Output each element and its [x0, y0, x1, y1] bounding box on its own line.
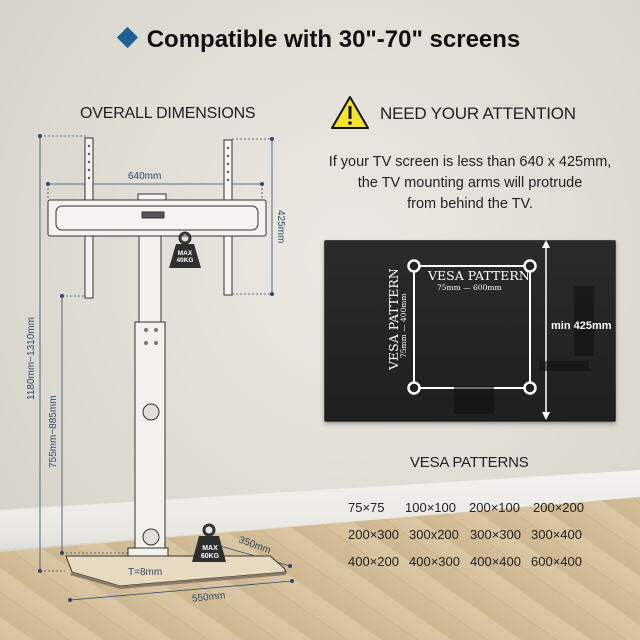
mount-load-line1: MAX	[177, 250, 193, 257]
mount-max-load-badge: MAX 40KG	[172, 250, 198, 264]
base-load-line2: 60KG	[200, 553, 220, 560]
vesa-patterns-title: VESA PATTERNS	[410, 454, 529, 471]
column-height-label: 755mm~885mm	[48, 395, 59, 468]
vesa-row: 200×300 300x200 300×300 300×400	[348, 521, 608, 548]
vesa-patterns-grid: 75×75 100×100 200×100 200×200 200×300 30…	[348, 494, 608, 575]
vesa-horizontal-label: VESA PATTERN	[428, 268, 530, 283]
attention-line-1: If your TV screen is less than 640 x 425…	[328, 154, 612, 170]
vesa-cell: 400×400	[470, 554, 521, 569]
vesa-cell: 400×200	[348, 554, 399, 569]
width-640-label: 640mm	[128, 171, 162, 182]
page-title-text: Compatible with 30"-70" screens	[146, 26, 521, 53]
base-max-load-badge: MAX 60KG	[196, 545, 224, 561]
vesa-cell: 600×400	[531, 554, 582, 569]
attention-title: NEED YOUR ATTENTION	[380, 104, 576, 123]
overall-dimensions-title: OVERALL DIMENSIONS	[80, 105, 256, 122]
base-load-line1: MAX	[202, 545, 218, 552]
vesa-horizontal-range: 75mm — 600mm	[437, 283, 502, 292]
weight-icon	[169, 231, 226, 562]
vesa-cell: 75×75	[348, 500, 385, 515]
mount-load-line2: 40KG	[176, 257, 194, 264]
attention-text: If your TV screen is less than 640 x 425…	[320, 152, 620, 215]
vesa-cell: 400×300	[409, 554, 460, 569]
vesa-cell: 300x200	[409, 527, 459, 542]
page-title: Compatible with 30"-70" screens	[0, 26, 640, 54]
height-425-label: 425mm	[275, 210, 286, 244]
base-thickness-label: T=8mm	[128, 567, 163, 578]
vesa-cell: 300×400	[531, 527, 582, 542]
vesa-row: 75×75 100×100 200×100 200×200	[348, 494, 608, 521]
min-height-label: min 425mm	[551, 320, 612, 332]
overall-height-label: 1180mm~1310mm	[26, 317, 37, 400]
vesa-cell: 300×300	[470, 527, 521, 542]
vesa-cell: 200×200	[533, 500, 584, 515]
vesa-vertical-range: 75mm — 400mm	[399, 293, 408, 358]
vesa-overlay	[407, 240, 594, 420]
warning-triangle-icon	[331, 96, 369, 129]
vesa-cell: 200×300	[348, 527, 399, 542]
vesa-cell: 100×100	[405, 500, 456, 515]
attention-line-3: from behind the TV.	[407, 196, 533, 212]
vesa-cell: 200×100	[469, 500, 520, 515]
vesa-row: 400×200 400×300 400×400 600×400	[348, 548, 608, 575]
attention-line-2: the TV mounting arms will protrude	[357, 175, 583, 191]
